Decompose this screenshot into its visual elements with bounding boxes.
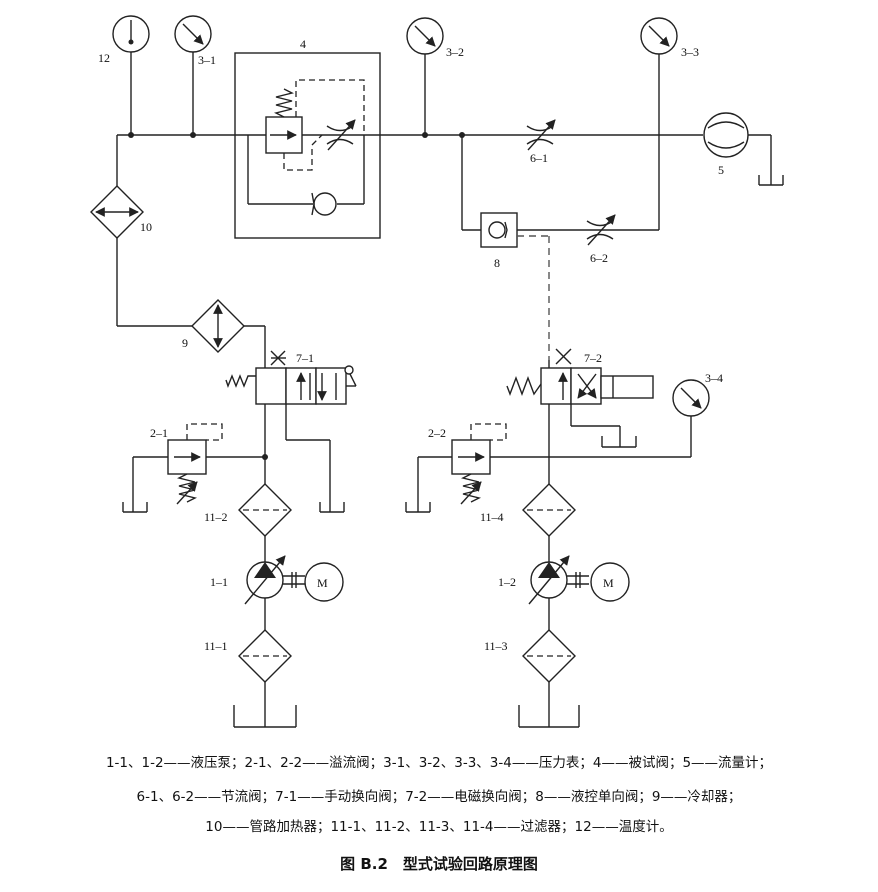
motor-right-label: M: [603, 576, 614, 590]
tank-2-2-return: [405, 502, 431, 513]
pressure-gauge-3-4: [672, 379, 710, 457]
label-thermometer-12: 12: [98, 51, 110, 65]
hydraulic-pump-1-2: [528, 555, 570, 605]
label-heater-10: 10: [140, 220, 152, 234]
label-check-valve-8: 8: [494, 256, 500, 270]
tank-right-supply: [518, 705, 580, 728]
electric-motor-left: [304, 562, 344, 602]
filter-11-2: [238, 483, 292, 537]
solenoid-directional-valve-7-2: [506, 348, 654, 405]
label-relief-2-1: 2–1: [150, 426, 168, 440]
legend-line-2: 6-1、6-2——节流阀；7-1——手动换向阀；7-2——电磁换向阀；8——液控…: [136, 789, 742, 805]
pressure-gauge-3-3: [640, 17, 678, 230]
tank-7-2-return: [601, 436, 637, 448]
pipe-heater-10: [90, 185, 144, 239]
tank-2-1-return: [122, 502, 148, 513]
relief-valve-2-2: [451, 423, 507, 505]
pump-motor-coupling-right: [567, 572, 589, 588]
label-flowmeter-5: 5: [718, 163, 724, 177]
label-filter-11-3: 11–3: [484, 639, 508, 653]
label-throttle-6-2: 6–2: [590, 251, 608, 265]
tested-valve-box-4: [234, 52, 381, 239]
tank-7-1-return: [319, 502, 345, 513]
tank-left-supply: [233, 705, 297, 728]
motor-left-label: M: [317, 576, 328, 590]
throttle-valve-6-2: [586, 214, 616, 246]
pressure-gauge-3-2: [406, 17, 444, 135]
thermometer-12: [112, 15, 150, 135]
figure-caption: 图 B.2 型式试验回路原理图: [340, 855, 538, 873]
label-valve-box-4: 4: [300, 37, 306, 51]
pump-motor-coupling-left: [283, 572, 305, 588]
tested-valve-internals: [247, 79, 365, 216]
label-cooler-9: 9: [182, 336, 188, 350]
label-pump-1-1: 1–1: [210, 575, 228, 589]
label-gauge-3-3: 3–3: [681, 45, 699, 59]
pressure-gauge-3-1: [174, 15, 212, 135]
cooler-9: [191, 299, 245, 353]
label-throttle-6-1: 6–1: [530, 151, 548, 165]
label-pump-1-2: 1–2: [498, 575, 516, 589]
throttle-valve-6-1: [526, 119, 556, 151]
manual-directional-valve-7-1: [225, 350, 357, 405]
label-gauge-3-2: 3–2: [446, 45, 464, 59]
label-filter-11-1: 11–1: [204, 639, 228, 653]
legend-line-3: 10——管路加热器；11-1、11-2、11-3、11-4——过滤器；12——温…: [205, 819, 673, 835]
filter-11-4: [522, 483, 576, 537]
label-filter-11-2: 11–2: [204, 510, 228, 524]
electric-motor-right: [590, 562, 630, 602]
pilot-check-valve-8: [480, 212, 518, 248]
label-gauge-3-4: 3–4: [705, 371, 723, 385]
tank-flowmeter-return: [758, 175, 784, 186]
relief-valve-2-1: [167, 423, 223, 505]
filter-11-1: [238, 629, 292, 683]
flowmeter-5: [703, 112, 749, 158]
label-relief-2-2: 2–2: [428, 426, 446, 440]
filter-11-3: [522, 629, 576, 683]
hydraulic-circuit-diagram: 12 3–1 3–2 3–3 4: [90, 15, 784, 728]
hydraulic-pump-1-1: [244, 555, 286, 605]
label-gauge-3-1: 3–1: [198, 53, 216, 67]
label-filter-11-4: 11–4: [480, 510, 504, 524]
label-solenoid-valve-7-2: 7–2: [584, 351, 602, 365]
label-manual-valve-7-1: 7–1: [296, 351, 314, 365]
legend-line-1: 1-1、1-2——液压泵；2-1、2-2——溢流阀；3-1、3-2、3-3、3-…: [105, 755, 773, 771]
junction-dot: [262, 454, 268, 460]
